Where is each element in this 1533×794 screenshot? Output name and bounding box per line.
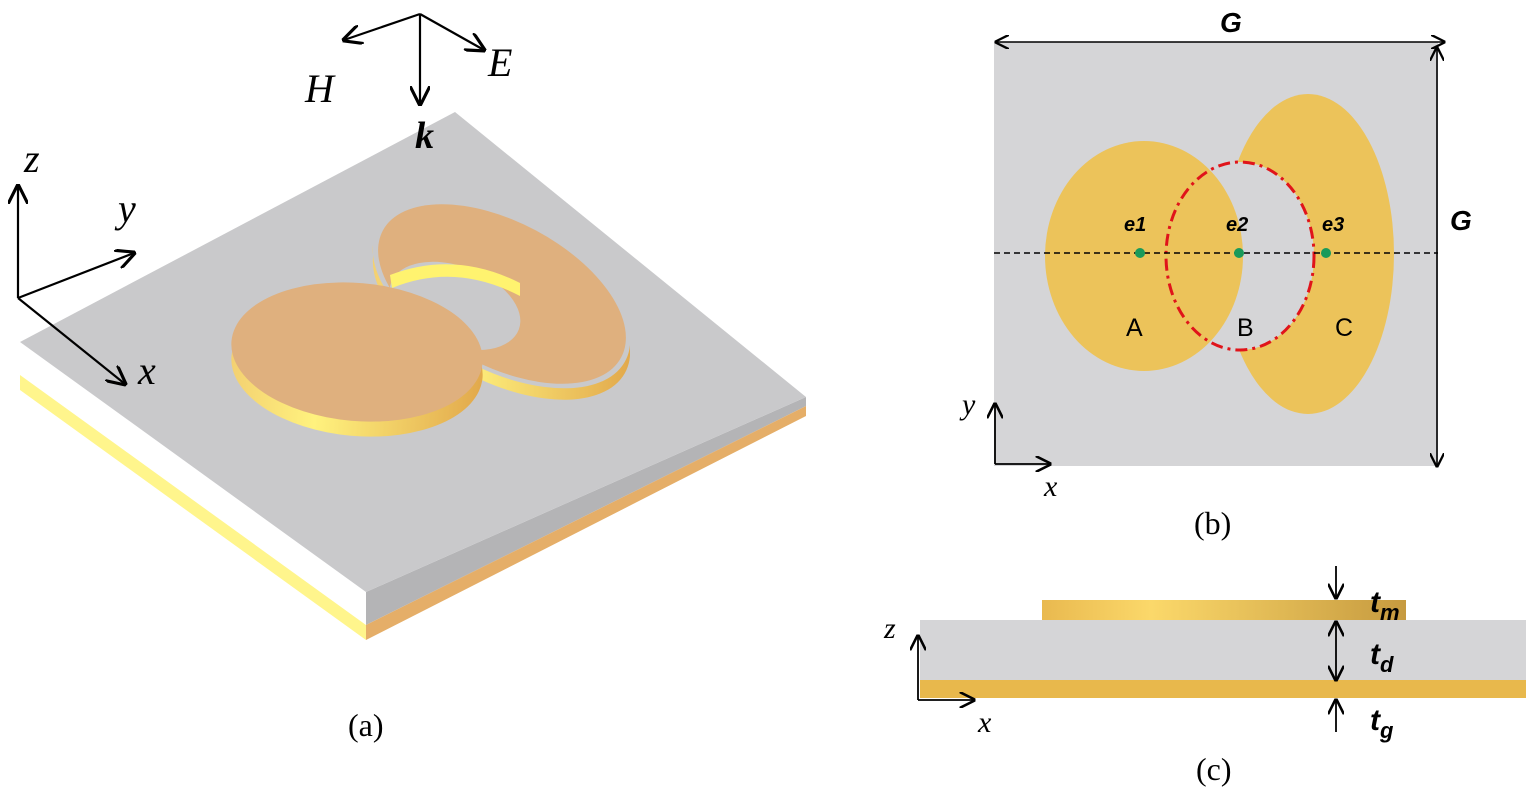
x-axis-label: x <box>137 348 156 393</box>
axes-a: z y x <box>18 136 156 393</box>
point-e1 <box>1135 248 1145 258</box>
x-axis-label: x <box>977 706 992 739</box>
region-c-label: C <box>1335 314 1353 342</box>
width-label: G <box>1220 7 1242 38</box>
region-b-label: B <box>1237 314 1254 342</box>
label-e2: e2 <box>1226 214 1248 236</box>
h-field-label: H <box>304 66 336 111</box>
ground-plane-side-edge <box>366 406 806 640</box>
substrate-side-face <box>366 397 806 625</box>
e-field-label: E <box>487 40 512 85</box>
tg-label: tg <box>1370 704 1394 743</box>
caption-c: (c) <box>1196 751 1232 787</box>
ground-layer <box>920 680 1526 698</box>
k-vector-label: k <box>415 115 434 157</box>
panel-c: tm td tg z x (c) <box>883 566 1526 787</box>
y-axis-label: y <box>114 186 136 231</box>
hole-boundary-dashdot <box>1164 160 1316 352</box>
substrate-front-face <box>20 342 366 625</box>
axes-c: z x <box>883 612 992 739</box>
point-e3 <box>1321 248 1331 258</box>
ground-plane-front-edge <box>20 375 366 640</box>
ring-hole-inner-wall <box>390 264 520 296</box>
td-label: td <box>1370 638 1394 677</box>
region-a-label: A <box>1126 314 1143 342</box>
caption-a: (a) <box>348 707 384 743</box>
metal-layer <box>1042 600 1406 620</box>
label-e3: e3 <box>1322 214 1344 236</box>
y-axis-label: y <box>959 388 976 421</box>
panel-b: e1 e2 e3 A B C G G y x (b) <box>959 7 1472 541</box>
height-label: G <box>1450 205 1472 236</box>
dielectric-layer <box>920 620 1526 680</box>
panel-a: H E k z y x (a) <box>18 12 806 743</box>
z-axis-label: z <box>883 612 896 645</box>
tm-label: tm <box>1370 586 1400 625</box>
point-e2 <box>1234 248 1244 258</box>
axes-b: y x <box>959 388 1058 503</box>
z-axis-label: z <box>23 136 40 181</box>
wave-vectors: H E k <box>304 12 512 157</box>
caption-b: (b) <box>1194 505 1231 541</box>
label-e1: e1 <box>1124 214 1146 236</box>
crescent-resonator-edge <box>372 245 630 400</box>
disc-resonator-top <box>231 282 483 422</box>
x-axis-label: x <box>1043 470 1058 503</box>
